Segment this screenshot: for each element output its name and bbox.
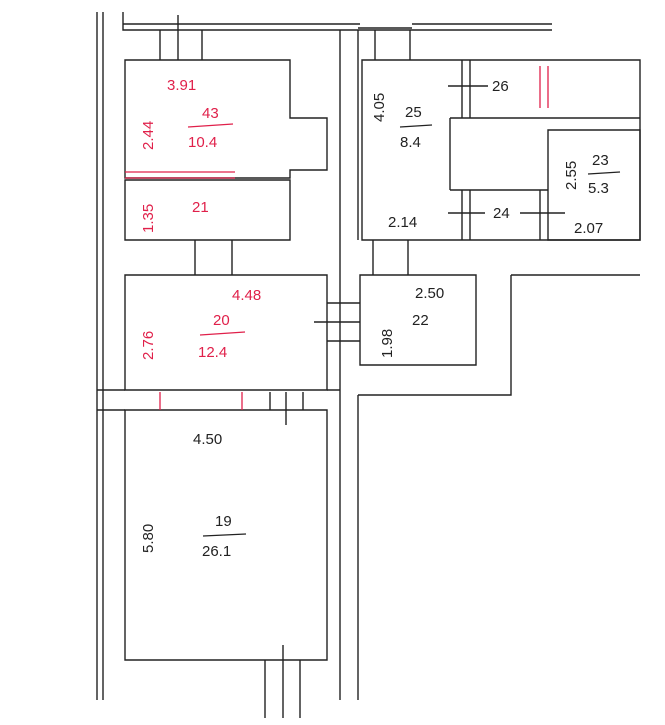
room-21-outline <box>124 179 291 241</box>
room-20-area: 12.4 <box>198 344 227 361</box>
room-23-id: 23 <box>592 152 609 169</box>
room-24-divider <box>461 190 541 240</box>
top-doorway <box>159 15 203 60</box>
room-21-id: 21 <box>192 199 209 216</box>
corridor-right-wall <box>339 30 359 700</box>
room-19-outline <box>124 409 328 661</box>
room-25-id: 25 <box>405 104 422 121</box>
top-right-doorway <box>374 30 411 60</box>
dim-5-80: 5.80 <box>140 524 157 553</box>
mid-wall <box>97 389 340 411</box>
room-25-area: 8.4 <box>400 134 421 151</box>
dim-3-91: 3.91 <box>167 77 196 94</box>
room-26-divider <box>449 60 640 191</box>
dim-1-98: 1.98 <box>379 329 396 358</box>
dim-2-14: 2.14 <box>388 214 417 231</box>
dim-2-44: 2.44 <box>140 121 157 150</box>
room-43-id: 43 <box>202 105 219 122</box>
dim-1-35: 1.35 <box>140 204 157 233</box>
dim-2-50: 2.50 <box>415 285 444 302</box>
corridor-room-22-top <box>372 240 409 275</box>
dim-4-48: 4.48 <box>232 287 261 304</box>
left-inner-wall <box>122 12 552 31</box>
dim-2-76: 2.76 <box>140 331 157 360</box>
room-23-outline <box>547 129 641 241</box>
door-19 <box>269 392 304 425</box>
room-19-id: 19 <box>215 513 232 530</box>
room-23-area: 5.3 <box>588 180 609 197</box>
room-26-id: 26 <box>492 78 509 95</box>
dim-4-50: 4.50 <box>193 431 222 448</box>
room-20-id: 20 <box>213 312 230 329</box>
bottom-stairs <box>264 645 301 718</box>
stair-connector-1 <box>194 240 233 275</box>
room-22-outline <box>359 274 477 366</box>
dim-4-05: 4.05 <box>371 93 388 122</box>
left-outer-wall <box>96 12 104 700</box>
room-43-area: 10.4 <box>188 134 217 151</box>
room-20-side-door <box>314 302 360 342</box>
red-divider <box>125 171 235 179</box>
dim-2-55: 2.55 <box>563 161 580 190</box>
red-door-mark <box>159 66 549 410</box>
room-22-id: 22 <box>412 312 429 329</box>
room-43-outline <box>124 59 328 179</box>
room-19-area: 26.1 <box>202 543 231 560</box>
dim-2-07: 2.07 <box>574 220 603 237</box>
room-24-doors <box>448 85 565 214</box>
right-corridor-wall <box>358 274 640 396</box>
room-24-id: 24 <box>493 205 510 222</box>
